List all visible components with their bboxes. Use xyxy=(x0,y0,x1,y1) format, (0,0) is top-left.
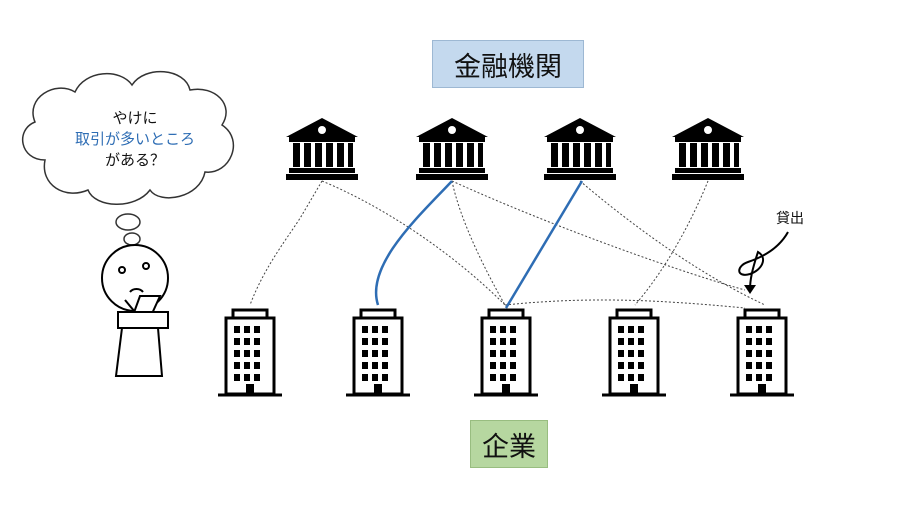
thought-bubble-text: やけに 取引が多いところ がある？ xyxy=(60,108,210,171)
link-bank1-company3 xyxy=(321,180,506,306)
bank-icon-1 xyxy=(286,118,358,180)
companies-label: 企業 xyxy=(470,420,548,468)
bank-icon-3 xyxy=(544,118,616,180)
bank-icon-2 xyxy=(416,118,488,180)
bank-icon-4 xyxy=(672,118,744,180)
banks-label: 金融機関 xyxy=(432,40,584,88)
office-building-icon-3 xyxy=(472,308,540,397)
link-bank2-company3 xyxy=(451,180,506,306)
link-bank3-company5 xyxy=(579,180,766,306)
highlight-bank2-company2 xyxy=(374,180,453,306)
highlight-bank3-company3 xyxy=(504,180,584,309)
person-with-glasses-icon xyxy=(101,244,169,377)
link-company3-company5 xyxy=(504,299,746,309)
office-building-icon-2 xyxy=(344,308,412,397)
loan-label: 貸出 xyxy=(776,211,804,227)
link-bank4-company4 xyxy=(634,180,709,306)
thought-line-1: やけに xyxy=(112,109,158,127)
highlighted-links xyxy=(374,180,584,309)
dotted-links xyxy=(249,180,766,309)
thought-line-3: がある？ xyxy=(104,151,165,169)
link-bank1-company1 xyxy=(249,180,323,306)
office-building-icon-1 xyxy=(216,308,284,397)
office-building-icon-4 xyxy=(600,308,668,397)
thought-line-2: 取引が多いところ xyxy=(74,130,195,148)
thought-cloud xyxy=(21,71,234,257)
office-building-icon-5 xyxy=(728,308,796,397)
loan-arrow xyxy=(738,231,789,294)
